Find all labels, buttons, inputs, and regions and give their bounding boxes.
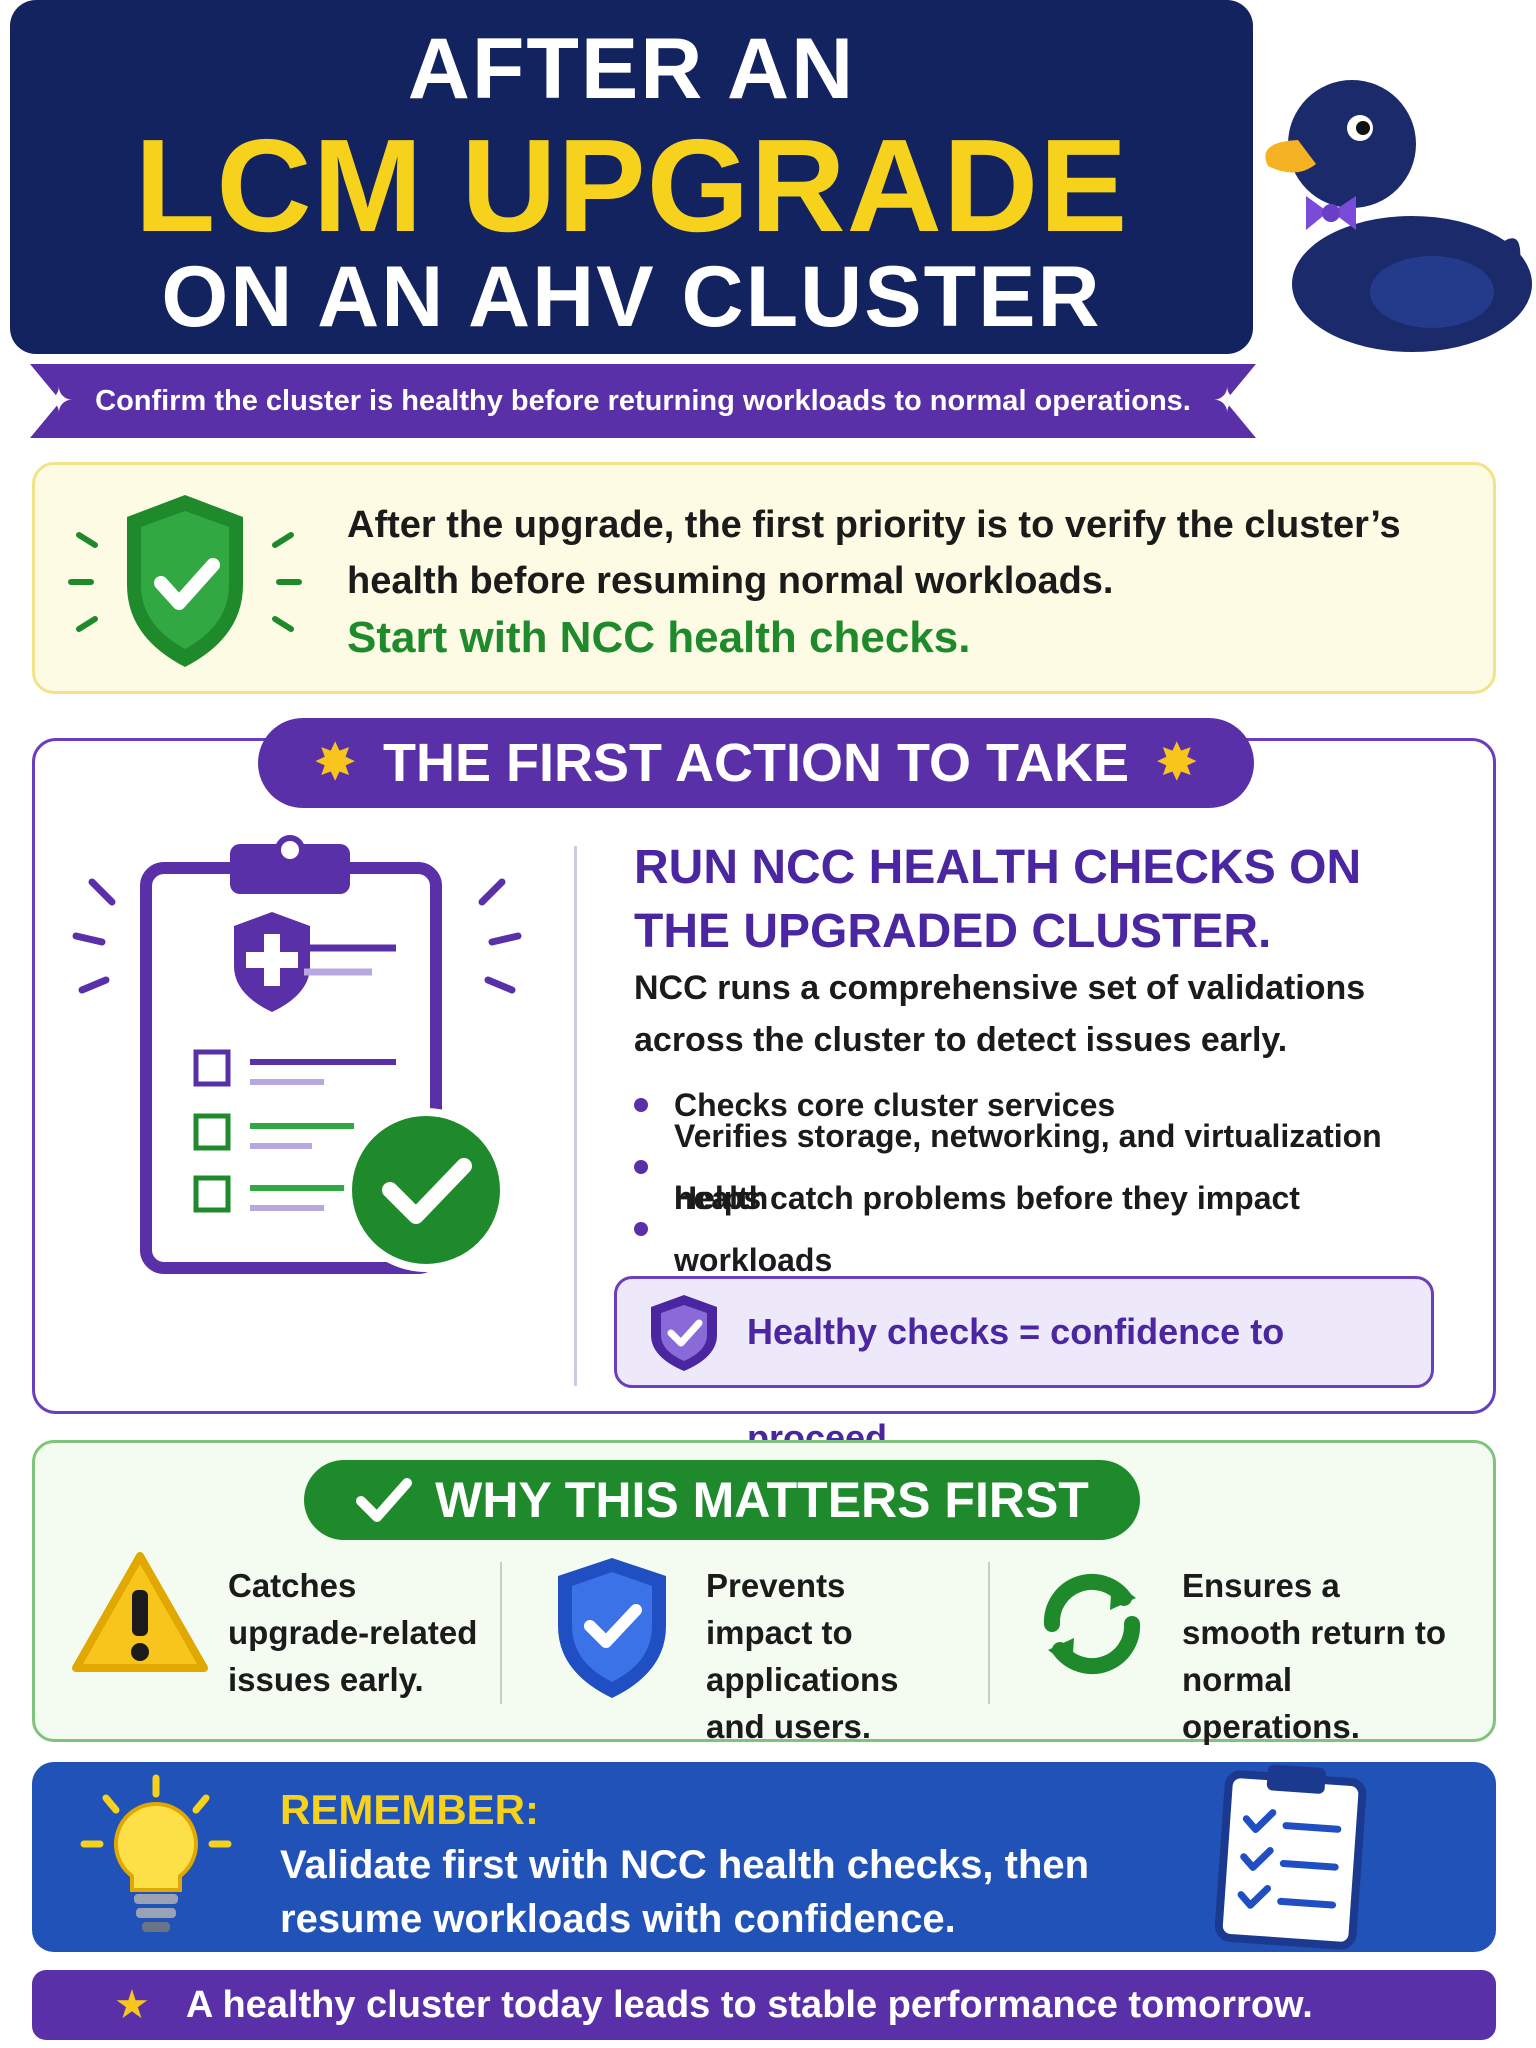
bullet-dot — [634, 1222, 648, 1236]
header-banner: AFTER AN LCM UPGRADE ON AN AHV CLUSTER — [10, 0, 1253, 354]
why-item-text: Ensures a smooth return to normal operat… — [1182, 1567, 1446, 1745]
divider — [500, 1562, 502, 1704]
footer-ribbon: ★ A healthy cluster today leads to stabl… — [32, 1970, 1496, 2040]
first-action-title: THE FIRST ACTION TO TAKE — [383, 733, 1129, 793]
sparkle-icon: ✦ — [44, 382, 74, 420]
remember-label: REMEMBER: — [280, 1786, 539, 1833]
intro-text: After the upgrade, the first priority is… — [347, 504, 1401, 602]
star-icon: ★ — [114, 1983, 150, 2027]
bullet-item: Verifies storage, networking, and virtua… — [634, 1118, 1464, 1216]
subtitle-ribbon: ✦ Confirm the cluster is healthy before … — [30, 364, 1256, 438]
refresh-icon — [1043, 1573, 1141, 1675]
action-note: Healthy checks = confidence to proceed. — [614, 1276, 1434, 1458]
bullet-text: Checks core cluster services — [674, 1087, 1116, 1123]
bullet-dot — [634, 1160, 648, 1174]
footer-text: A healthy cluster today leads to stable … — [185, 1983, 1313, 2026]
subtitle-text: Confirm the cluster is healthy before re… — [95, 384, 1191, 417]
checkmark-icon — [356, 1478, 413, 1522]
checklist-clipboard-icon — [1214, 1764, 1367, 1950]
divider — [988, 1562, 990, 1704]
bullet-text: Helps catch problems before they impact … — [674, 1180, 1300, 1278]
duck-mascot-icon — [1265, 80, 1532, 352]
remember-banner: REMEMBER: Validate first with NCC health… — [32, 1762, 1496, 1952]
why-item-text: Catches upgrade-related issues early. — [228, 1567, 478, 1698]
first-action-title-pill: ✸ THE FIRST ACTION TO TAKE ✸ — [258, 718, 1254, 808]
shield-check-icon — [651, 1295, 717, 1371]
bullet-text: Verifies storage, networking, and virtua… — [674, 1118, 1382, 1216]
divider — [574, 846, 577, 1386]
clipboard-checklist-icon — [72, 835, 522, 1274]
shield-check-icon — [68, 495, 302, 667]
bullet-dot — [634, 1098, 648, 1112]
title-line-3: ON AN AHV CLUSTER — [161, 249, 1102, 345]
intro-card: After the upgrade, the first priority is… — [32, 462, 1496, 694]
title-line-2: LCM UPGRADE — [134, 112, 1129, 259]
action-description: NCC runs a comprehensive set of validati… — [634, 969, 1366, 1059]
title-line-1: AFTER AN — [407, 21, 856, 117]
why-item-text: Prevents impact to applications and user… — [706, 1567, 899, 1745]
why-title: WHY THIS MATTERS FIRST — [435, 1472, 1089, 1528]
action-bullet-list: Checks core cluster services Verifies st… — [634, 1074, 1464, 1278]
sparkle-icon: ✦ — [1212, 382, 1242, 420]
bullet-item: Checks core cluster services — [634, 1074, 1464, 1136]
star-icon: ✸ — [1154, 734, 1199, 792]
remember-text: Validate first with NCC health checks, t… — [280, 1843, 1090, 1941]
intro-cta: Start with NCC health checks. — [347, 613, 971, 662]
why-title-pill: WHY THIS MATTERS FIRST — [304, 1460, 1140, 1540]
lightbulb-icon — [80, 1774, 232, 1932]
warning-icon — [72, 1552, 208, 1672]
shield-check-icon — [558, 1558, 666, 1698]
star-icon: ✸ — [313, 734, 357, 792]
bullet-item: Helps catch problems before they impact … — [634, 1180, 1464, 1278]
action-heading: RUN NCC HEALTH CHECKS ON THE UPGRADED CL… — [634, 841, 1362, 958]
